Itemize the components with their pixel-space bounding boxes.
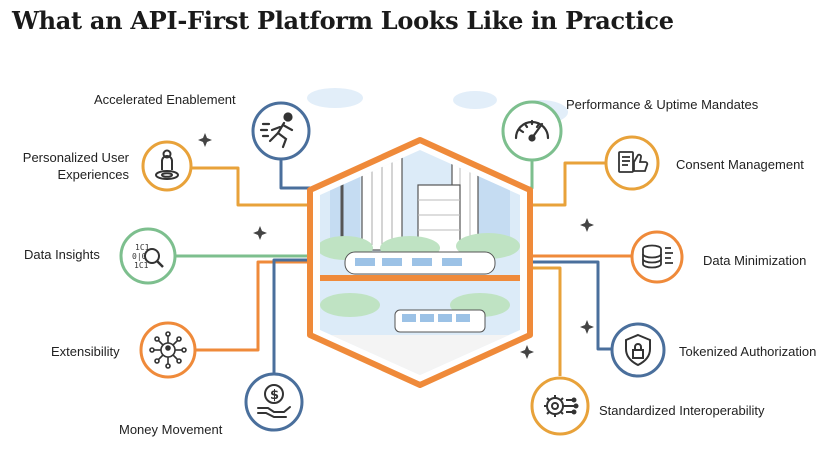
label-data-minimization: Data Minimization	[703, 253, 807, 268]
accelerated-enablement-node	[251, 101, 311, 161]
label-personalized-ux-line1: Personalized User	[22, 150, 129, 165]
person-target-icon	[155, 149, 179, 180]
line-consent	[518, 161, 607, 207]
money-movement-node: $	[244, 372, 304, 432]
svg-text:$: $	[270, 388, 279, 403]
shield-lock-icon	[625, 333, 651, 367]
label-performance-uptime: Performance & Uptime Mandates	[566, 97, 759, 112]
label-personalized-ux: Personalized User Experiences	[14, 149, 129, 183]
line-extensibility	[195, 260, 320, 352]
data-insights-node: 1C1 0|0 1C1	[119, 227, 177, 285]
line-money-movement	[272, 258, 322, 375]
dollar-hand-icon: $	[257, 384, 291, 418]
label-extensibility: Extensibility	[51, 344, 120, 359]
label-data-insights: Data Insights	[24, 247, 100, 262]
line-tokenized	[520, 260, 612, 351]
label-consent-management: Consent Management	[676, 157, 804, 172]
sparkles	[198, 133, 594, 359]
svg-text:1C1: 1C1	[135, 243, 150, 252]
label-tokenized-authorization: Tokenized Authorization	[679, 344, 817, 359]
line-interoperability	[520, 266, 562, 376]
network-hub-icon	[149, 331, 187, 369]
speedometer-icon	[514, 119, 550, 142]
running-person-icon	[259, 112, 294, 149]
database-icon	[642, 244, 673, 269]
label-standardized-interoperability: Standardized Interoperability	[599, 403, 765, 418]
tokenized-authorization-node	[610, 322, 666, 378]
standardized-interoperability-node	[530, 376, 590, 436]
consent-management-node	[604, 135, 660, 191]
performance-uptime-node	[501, 100, 563, 162]
personalized-ux-node	[141, 140, 193, 192]
label-money-movement: Money Movement	[119, 422, 223, 437]
thumbs-up-document-icon	[618, 151, 649, 173]
extensibility-node	[139, 321, 197, 379]
line-personalized-ux	[190, 166, 322, 207]
gear-circuit-icon	[544, 395, 579, 417]
svg-text:0|0: 0|0	[132, 252, 147, 261]
label-accelerated-enablement: Accelerated Enablement	[94, 92, 236, 107]
city-hexagon	[307, 137, 533, 388]
data-minimization-node	[630, 230, 684, 284]
page-title: What an API-First Platform Looks Like in…	[12, 6, 674, 35]
label-personalized-ux-line2: Experiences	[57, 167, 129, 182]
svg-text:1C1: 1C1	[134, 261, 149, 270]
binary-magnifier-icon: 1C1 0|0 1C1	[132, 243, 164, 270]
